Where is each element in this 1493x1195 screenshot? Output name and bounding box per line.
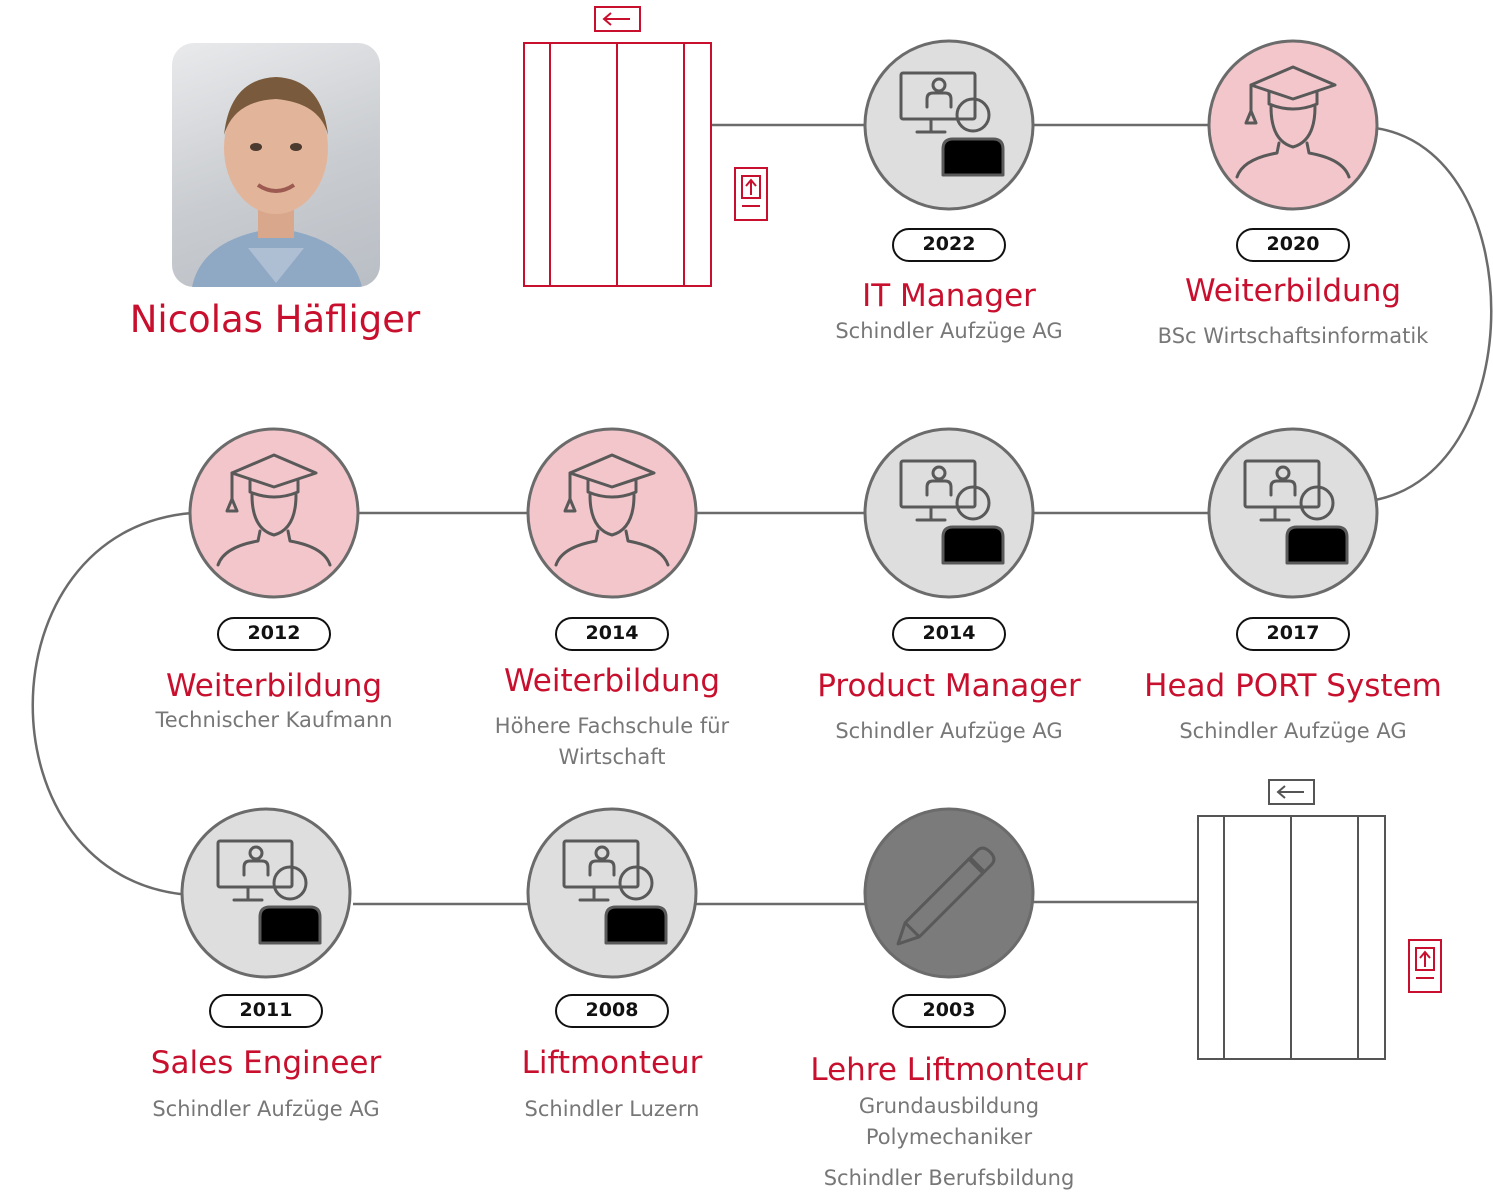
milestone-title: Weiterbildung [165, 668, 383, 704]
milestone-node [526, 807, 698, 979]
milestone-title: Lehre Liftmonteur [810, 1052, 1088, 1088]
milestone-circle [526, 427, 698, 599]
milestone-node [1207, 427, 1379, 599]
milestone-title: IT Manager [862, 278, 1036, 314]
person-name: Nicolas Häfliger [129, 298, 421, 341]
milestone-title: Weiterbildung [503, 663, 721, 699]
elevator-start [1197, 779, 1442, 1060]
milestone-subtitle: Schindler Luzern [524, 1097, 700, 1121]
year-badge: 2017 [1236, 617, 1350, 651]
milestone-circle [180, 807, 352, 979]
left-arrow-icon [594, 6, 641, 32]
milestone-subtitle: Höhere Fachschule für [494, 714, 730, 738]
milestone-node [863, 807, 1035, 979]
up-arrow-icon[interactable] [734, 167, 768, 221]
year-badge: 2022 [892, 228, 1006, 262]
milestone-subtitle: Schindler Aufzüge AG [1179, 719, 1407, 743]
elevator-end [523, 6, 768, 287]
left-arrow-icon [1268, 779, 1315, 805]
up-arrow-icon[interactable] [1408, 939, 1442, 993]
connector-lines [31, 123, 1493, 906]
milestone-subtitle: Technischer Kaufmann [155, 708, 393, 732]
milestone-subtitle: Schindler Berufsbildung [823, 1166, 1075, 1190]
year-badge: 2014 [892, 617, 1006, 651]
milestone-title: Liftmonteur [521, 1045, 703, 1081]
milestone-subtitle: Schindler Aufzüge AG [835, 319, 1063, 343]
milestone-title: Head PORT System [1144, 668, 1442, 704]
milestone-subtitle: Polymechaniker [865, 1125, 1033, 1149]
milestone-title: Product Manager [817, 668, 1081, 704]
year-badge: 2011 [209, 994, 323, 1028]
milestone-subtitle: Schindler Aufzüge AG [152, 1097, 380, 1121]
milestone-node [1207, 39, 1379, 211]
milestone-subtitle: Wirtschaft [558, 745, 666, 769]
milestone-node [180, 807, 352, 979]
milestone-title: Weiterbildung [1184, 273, 1402, 309]
milestone-subtitle: Grundausbildung [858, 1094, 1040, 1118]
milestone-circle [188, 427, 360, 599]
profile-photo [172, 43, 380, 287]
person-avatar-icon [192, 77, 362, 287]
milestone-subtitle: Schindler Aufzüge AG [835, 719, 1063, 743]
year-badge: 2008 [555, 994, 669, 1028]
milestone-node [863, 427, 1035, 599]
milestone-circle [1207, 39, 1379, 211]
milestone-circle [863, 807, 1035, 979]
milestone-circle [1207, 427, 1379, 599]
year-badge: 2003 [892, 994, 1006, 1028]
year-badge: 2012 [217, 617, 331, 651]
milestone-subtitle: BSc Wirtschaftsinformatik [1157, 324, 1429, 348]
milestone-title: Sales Engineer [150, 1045, 382, 1081]
year-badge: 2020 [1236, 228, 1350, 262]
milestone-circle [863, 39, 1035, 211]
milestone-circle [526, 807, 698, 979]
milestone-node [188, 427, 360, 599]
year-badge: 2014 [555, 617, 669, 651]
milestone-node [526, 427, 698, 599]
milestone-circle [863, 427, 1035, 599]
milestone-node [863, 39, 1035, 211]
